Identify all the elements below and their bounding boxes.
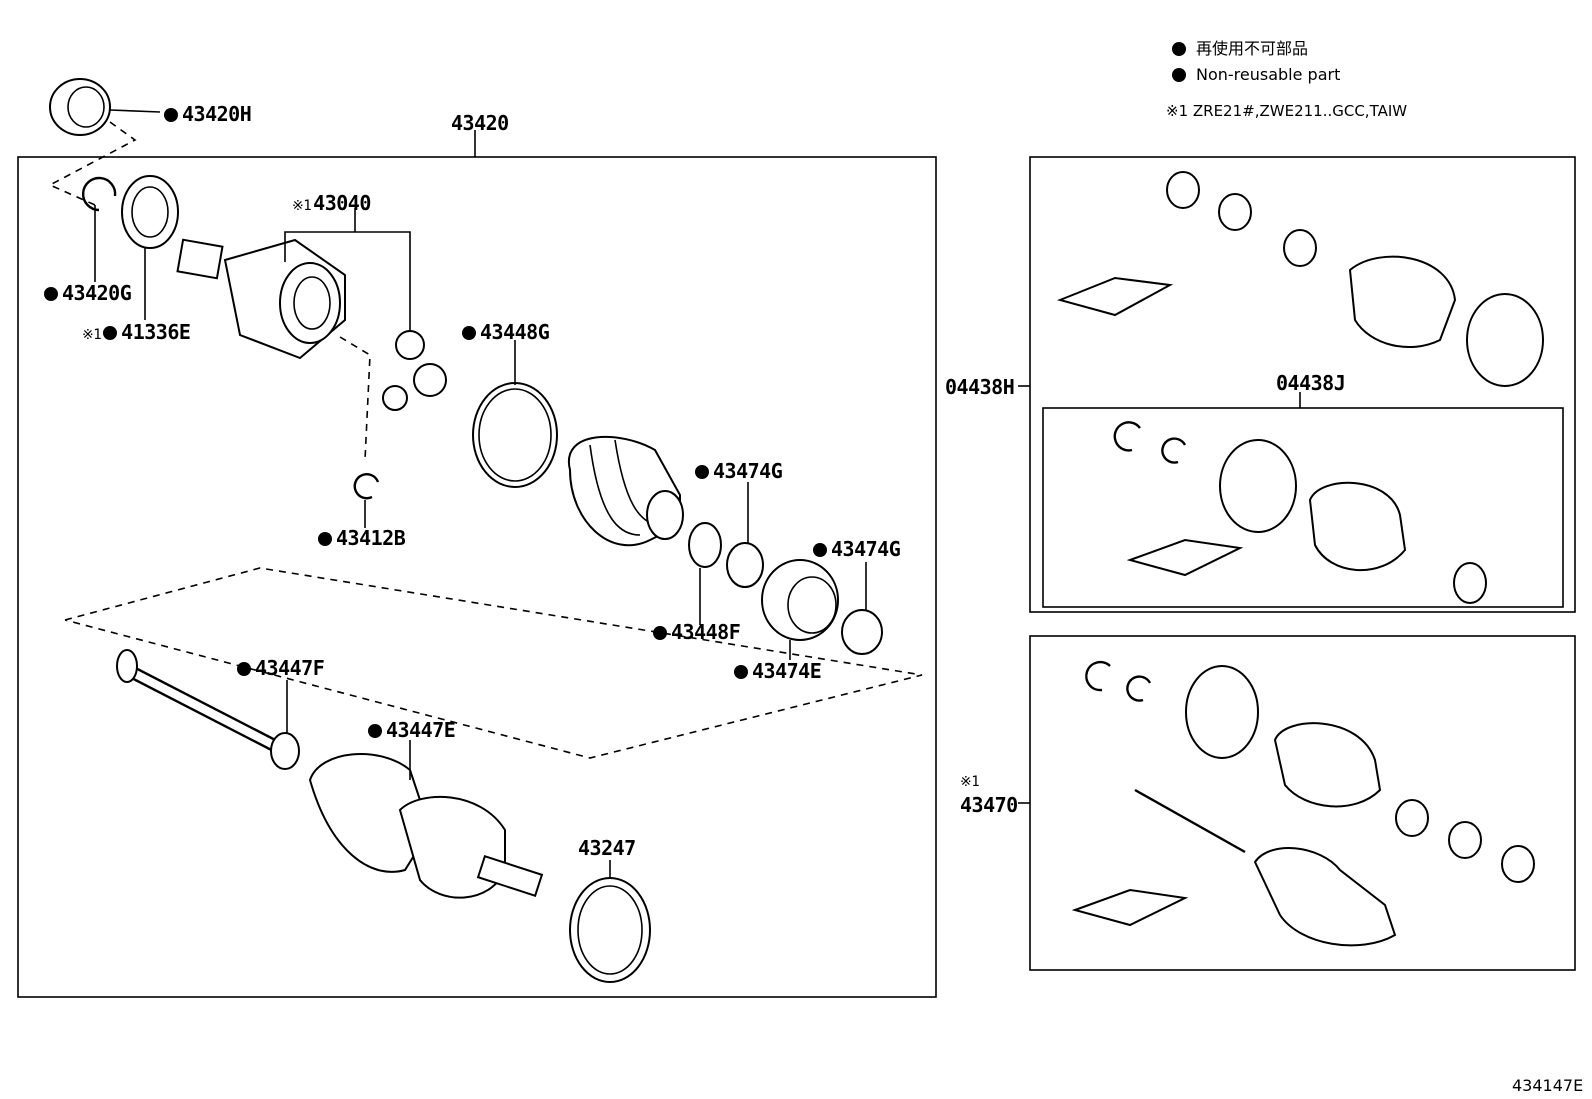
label-43470-mark: ※1 [960,774,980,790]
label-04438H[interactable]: 04438H [945,375,1015,399]
part-43420H-seal [49,78,161,136]
label-43247[interactable]: 43247 [578,836,636,860]
non-reusable-icon [368,724,382,738]
non-reusable-icon [695,465,709,479]
kit-04438H-frame [1029,156,1576,613]
label-43412B[interactable]: 43412B [318,528,406,548]
label-43420H[interactable]: 43420H [164,104,252,124]
kit-04438J-frame [1042,407,1564,608]
label-43448G[interactable]: 43448G [462,322,550,342]
label-43474E[interactable]: 43474E [734,661,822,681]
part-43040-housing [176,238,346,360]
label-04438J[interactable]: 04438J [1276,371,1346,395]
non-reusable-icon [237,662,251,676]
label-43474G-a[interactable]: 43474G [695,461,783,481]
kit-43470-parts [1071,660,1535,947]
non-reusable-icon [813,543,827,557]
label-43448F[interactable]: 43448F [653,622,741,642]
non-reusable-icon [103,326,118,340]
non-reusable-icon [653,626,667,640]
label-43420G[interactable]: 43420G [44,283,132,303]
part-outer-joint [308,753,544,899]
part-shaft [116,649,300,770]
bullet-icon [1172,42,1186,56]
legend-note: ※1 ZRE21#,ZWE211..GCC,TAIW [1166,102,1408,120]
label-43474G-b[interactable]: 43474G [813,539,901,559]
part-tripod [382,330,447,411]
label-43420[interactable]: 43420 [451,111,509,135]
figure-id: 434147E [1512,1076,1584,1095]
label-43470[interactable]: 43470 [960,793,1018,817]
label-43447E[interactable]: 43447E [368,720,456,740]
non-reusable-icon [462,326,476,340]
non-reusable-icon [44,287,58,301]
legend-non-reusable-en: Non-reusable part [1172,67,1340,83]
label-43447F[interactable]: 43447F [237,658,325,678]
non-reusable-icon [164,108,178,122]
legend-non-reusable-jp: 再使用不可部品 [1172,41,1308,57]
non-reusable-icon [318,532,332,546]
kit-04438H-parts [1056,171,1544,387]
part-inner-boot [567,435,684,547]
main-assembly-frame [17,156,937,998]
non-reusable-icon [734,665,748,679]
bullet-icon [1172,68,1186,82]
kit-04438J-parts [1113,421,1487,604]
